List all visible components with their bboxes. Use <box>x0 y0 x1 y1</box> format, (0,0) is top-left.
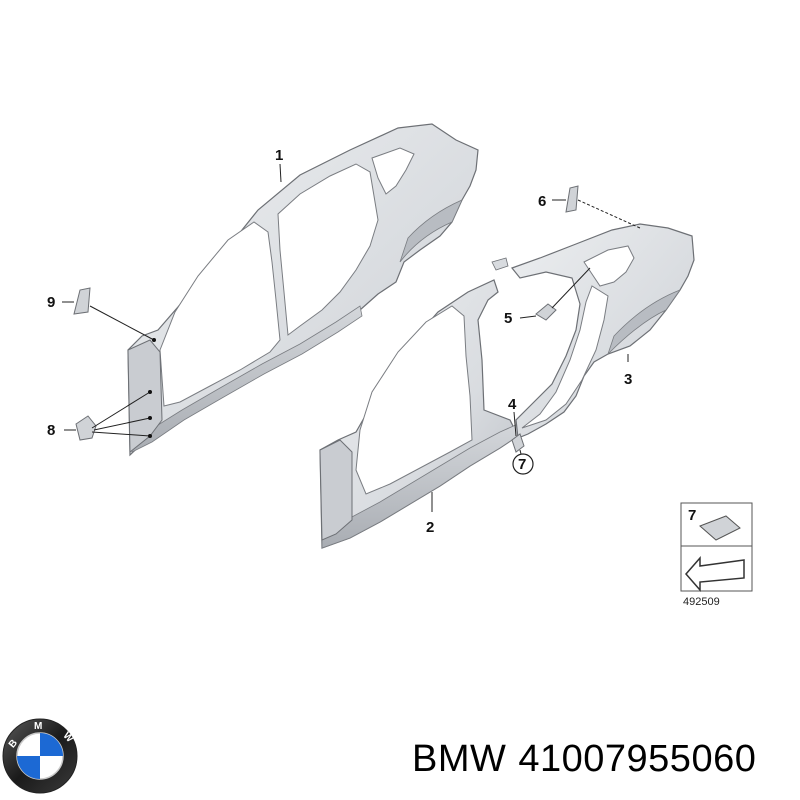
a-pillar-lower-part-2 <box>319 439 353 541</box>
callout-8: 8 <box>47 422 55 439</box>
circled-callout-7: 7 <box>518 456 526 473</box>
leader-dot <box>148 416 152 420</box>
quarter-window-opening <box>371 147 415 195</box>
leader-6b <box>577 199 641 229</box>
front-door-opening <box>159 221 281 407</box>
roof-seam-strip <box>491 257 509 271</box>
callout-9: 9 <box>47 294 55 311</box>
inset-label-7: 7 <box>688 507 696 524</box>
part-6-bracket <box>565 185 579 213</box>
callout-6: 6 <box>538 193 546 210</box>
part-5-bracket <box>535 303 557 321</box>
sill-strip <box>129 305 363 453</box>
leader-1 <box>279 163 282 183</box>
leader-lines <box>62 163 641 512</box>
logo-letter-m: M <box>34 721 42 732</box>
part-number: 41007955060 <box>518 738 757 780</box>
inset-arrow-icon <box>685 556 745 592</box>
leader-5 <box>519 315 537 319</box>
brand-name: BMW <box>412 738 507 780</box>
callout-3: 3 <box>624 371 632 388</box>
a-pillar-lower <box>127 339 163 454</box>
part-4-insert <box>511 433 525 453</box>
rear-wheel-arch-part-3 <box>607 289 682 355</box>
rear-wheel-arch <box>399 199 463 263</box>
rear-door-opening <box>277 163 379 336</box>
leader-8a <box>91 391 151 429</box>
inset-box: 7 492509 <box>680 502 753 608</box>
callout-1: 1 <box>275 147 283 164</box>
leader-dot <box>148 390 152 394</box>
leader-dots <box>148 338 156 438</box>
rear-door-opening-part-3 <box>521 285 609 429</box>
leader-8b <box>93 417 151 431</box>
callout-2: 2 <box>426 519 434 536</box>
brand-part-number-line: BMW 41007955060 <box>412 738 768 781</box>
quarter-window-part-3 <box>583 245 635 287</box>
leader-dot <box>148 434 152 438</box>
leader-9b <box>89 305 155 341</box>
leader-dot <box>152 338 156 342</box>
leader-4 <box>513 411 517 437</box>
reference-number: 492509 <box>683 596 720 608</box>
front-door-opening-part-2 <box>355 305 473 495</box>
callout-4: 4 <box>508 396 517 413</box>
leader-8c <box>91 431 151 437</box>
part-9-bracket <box>73 287 91 315</box>
callout-5: 5 <box>504 310 512 327</box>
bmw-logo-icon: B M W <box>2 718 78 794</box>
part-8-clip <box>75 415 97 441</box>
side-frame-part-1 <box>127 123 479 457</box>
circled-callout-ring <box>512 453 534 475</box>
side-frame-part-3 <box>491 223 695 439</box>
leader-5b <box>551 267 591 309</box>
side-frame-part-2 <box>319 279 519 549</box>
inset-part-7-patch <box>699 515 741 541</box>
